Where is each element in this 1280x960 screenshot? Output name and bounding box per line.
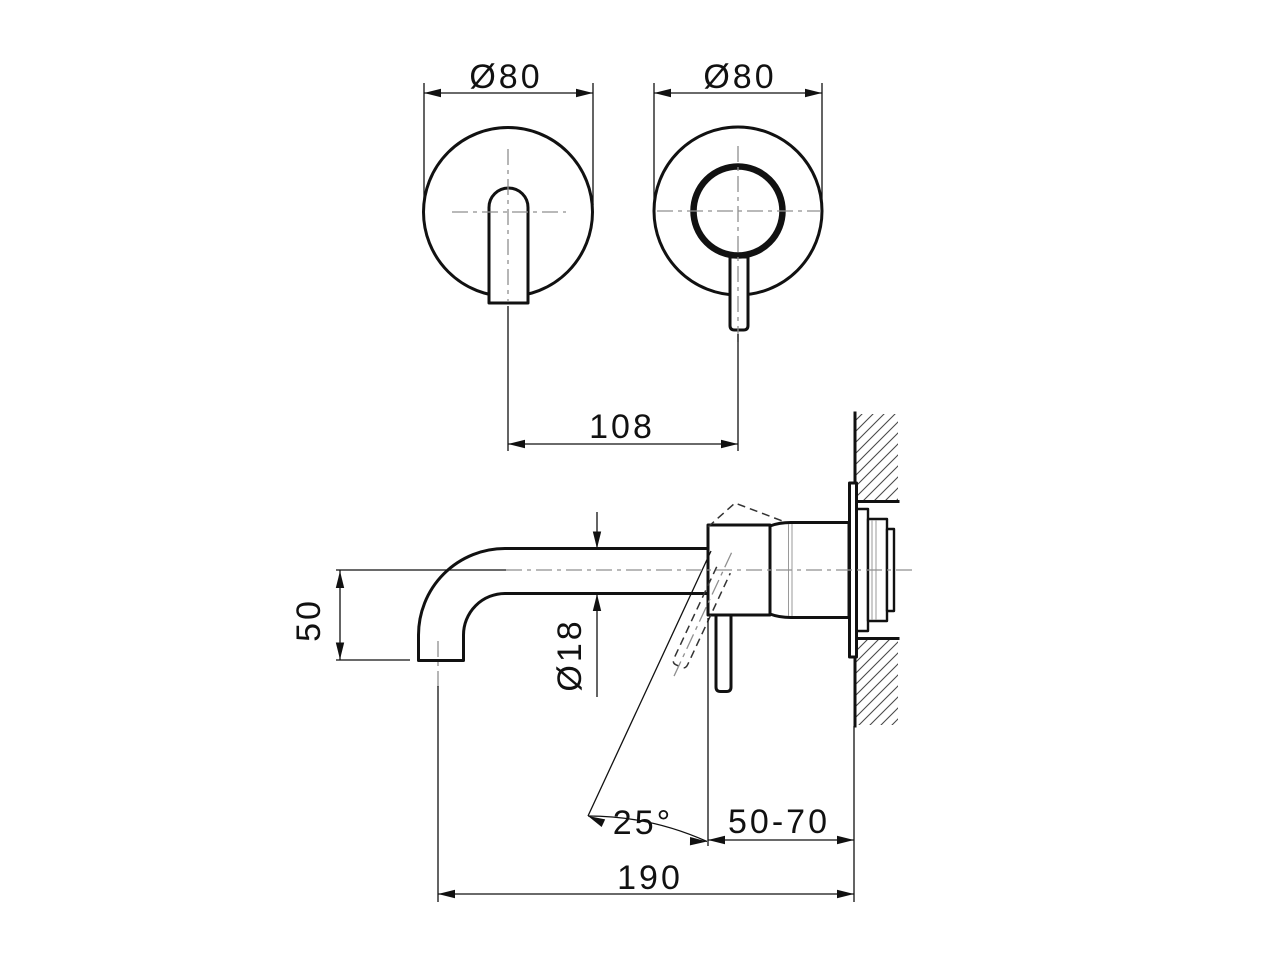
wall-hatch-lower <box>855 638 898 725</box>
lever-phantom-axis <box>673 552 733 678</box>
dim-axis-distance: 108 <box>589 408 655 446</box>
wall-section <box>852 411 900 728</box>
lever-front <box>728 255 750 332</box>
dim-left-diameter: Ø80 <box>469 58 542 96</box>
body-phantom-tilted <box>707 502 786 528</box>
lever-angle-line <box>587 550 712 817</box>
lever-side <box>714 613 733 693</box>
dim-outlet-drop: 50 <box>290 598 328 642</box>
dim-spout-diameter: Ø18 <box>551 618 589 691</box>
centerlines <box>437 146 916 688</box>
dim-spout-projection: 190 <box>617 859 683 897</box>
dimensions: Ø80 Ø80 108 50 Ø18 25° <box>290 58 855 902</box>
spout <box>417 547 710 662</box>
lever-phantom-group <box>672 552 733 678</box>
side-view <box>417 481 896 817</box>
dim-lever-angle: 25° <box>613 804 673 842</box>
angle-arc <box>587 815 708 843</box>
dim-wall-depth-range: 50-70 <box>728 803 830 841</box>
dim-right-diameter: Ø80 <box>703 58 776 96</box>
wall-hatch-upper <box>855 414 898 501</box>
